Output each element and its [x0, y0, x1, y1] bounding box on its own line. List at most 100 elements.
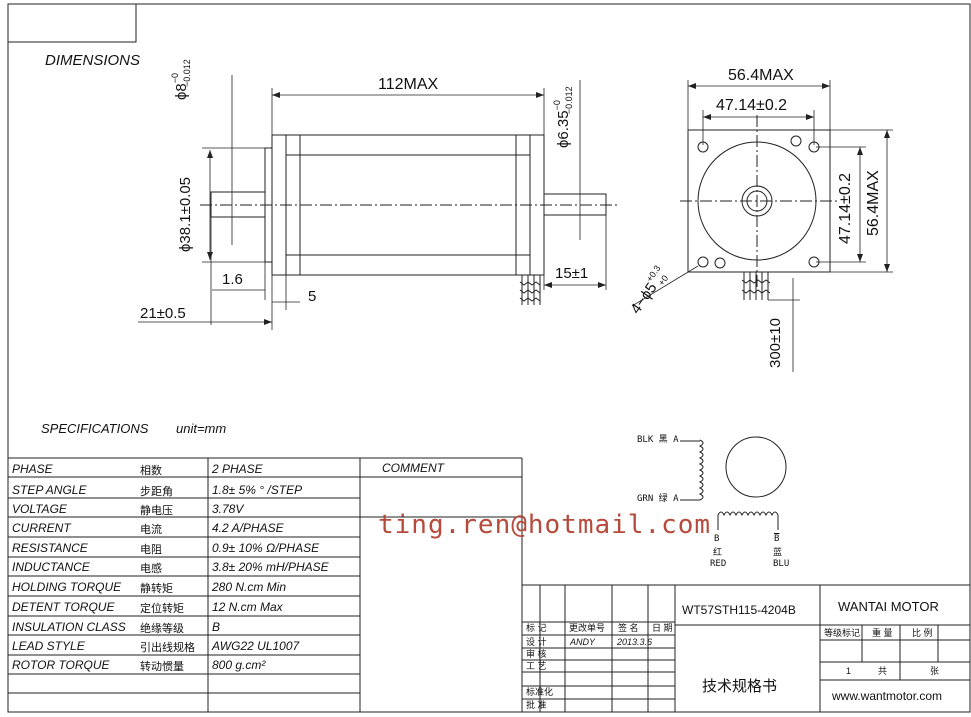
spec-label: CURRENT: [12, 521, 71, 535]
document-title: 技术规格书: [702, 678, 778, 695]
design-date: 2013.3.6: [617, 637, 653, 647]
title-block-grid: [522, 584, 970, 712]
lead-length-dim: 300±10: [767, 318, 784, 368]
spec-value: 4.2 A/PHASE: [212, 521, 284, 535]
shaft-dia-front-dim: ϕ8−0−0.012: [170, 59, 192, 100]
role-process: 工 艺: [526, 661, 547, 671]
wire-b-cn: 红: [713, 547, 723, 557]
wire-bbar-label: B: [774, 534, 780, 544]
spec-label: DETENT TORQUE: [12, 600, 115, 614]
spec-value: 0.9± 10% Ω/PHASE: [212, 541, 320, 555]
col-change-number: 更改单号: [569, 623, 606, 633]
spec-label-cn: 相数: [140, 465, 162, 477]
spec-row-rotor-torque: ROTOR TORQUE 转动惯量 800 g.cm²: [10, 655, 360, 674]
weight-label: 重 量: [872, 628, 893, 638]
spec-value: 3.8± 20% mH/PHASE: [212, 560, 329, 574]
designer-name: ANDY: [570, 637, 596, 647]
corner-box: [7, 3, 137, 43]
front-dimension-lines: [631, 80, 893, 372]
spec-value: 12 N.cm Max: [212, 600, 283, 614]
wiring-diagram: [680, 436, 787, 530]
wire-grn-label: GRN 绿 A: [637, 494, 679, 504]
spec-row-holding-torque: HOLDING TORQUE 静转矩 280 N.cm Min: [10, 577, 360, 596]
spec-label-cn: 步距角: [140, 486, 173, 498]
spec-row-phase: PHASE 相数 2 PHASE: [10, 459, 360, 478]
company-website: www.wantmotor.com: [832, 689, 943, 703]
dimensions-heading: DIMENSIONS: [45, 52, 141, 69]
wire-b-label: B: [714, 534, 720, 544]
drawing-frame: [7, 3, 971, 713]
spec-value: 1.8± 5% ° /STEP: [212, 483, 303, 497]
hole-spacing-v-dim: 47.14±0.2: [837, 172, 854, 244]
spec-row-step-angle: STEP ANGLE 步距角 1.8± 5% ° /STEP: [10, 480, 360, 499]
side-dimension-lines: [138, 75, 607, 330]
wire-bbar-cn: 蓝: [773, 547, 783, 557]
hole-spacing-h-dim: 47.14±0.2: [716, 97, 788, 114]
role-approve: 批 准: [526, 700, 547, 710]
role-review: 审 核: [526, 649, 547, 659]
spec-value: 2 PHASE: [212, 462, 263, 476]
flange-thickness-dim: 5: [308, 288, 317, 305]
stage-label: 等级标记: [824, 628, 861, 638]
spec-label-cn: 转动惯量: [140, 661, 184, 673]
spec-row-insulation-class: INSULATION CLASS 绝缘等级 B: [10, 617, 360, 636]
face-height-dim: 56.4MAX: [865, 170, 882, 236]
role-mark: 标 记: [526, 623, 547, 633]
spec-value: 280 N.cm Min: [212, 580, 287, 594]
shaft-dia-rear-dim: ϕ6.35−0−0.012: [552, 86, 574, 148]
spec-table-grid: [8, 457, 523, 712]
wire-bbar-color: BLU: [773, 559, 790, 569]
wire-b-color: RED: [710, 559, 727, 569]
spec-label-cn: 静电压: [140, 505, 173, 517]
spec-value: 3.78V: [212, 502, 244, 516]
motor-front-view: [680, 115, 840, 300]
role-standard: 标准化: [526, 687, 554, 697]
col-signature: 签 名: [618, 623, 639, 633]
model-number: WT57STH115-4204B: [682, 603, 796, 617]
email-watermark: ting.ren@hotmail.com: [378, 510, 712, 540]
boss-depth-dim: 1.6: [222, 271, 243, 288]
spec-row-voltage: VOLTAGE 静电压 3.78V: [10, 499, 360, 518]
spec-row-current: CURRENT 电流 4.2 A/PHASE: [10, 518, 360, 537]
spec-label-cn: 定位转矩: [140, 603, 184, 615]
scale-label: 比 例: [912, 628, 933, 638]
spec-label: LEAD STYLE: [12, 639, 85, 653]
spec-label: PHASE: [12, 462, 53, 476]
spec-row-lead-style: LEAD STYLE 引出线规格 AWG22 UL1007: [10, 636, 360, 655]
spec-label: RESISTANCE: [12, 541, 88, 555]
spec-label-cn: 电流: [140, 524, 162, 536]
spec-label: INDUCTANCE: [12, 560, 90, 574]
shaft-rear-length-dim: 15±1: [555, 265, 589, 282]
spec-label: INSULATION CLASS: [12, 620, 126, 634]
company-name: WANTAI MOTOR: [838, 599, 939, 614]
length-dim: 112MAX: [378, 76, 439, 93]
spec-label-cn: 绝缘等级: [140, 623, 184, 635]
spec-row-resistance: RESISTANCE 电阻 0.9± 10% Ω/PHASE: [10, 538, 360, 557]
sheet-unit: 张: [930, 666, 940, 676]
motor-side-view: [200, 134, 620, 305]
spec-label-cn: 静转矩: [140, 583, 173, 595]
spec-label: ROTOR TORQUE: [12, 658, 110, 672]
wire-blk-label: BLK 黑 A: [637, 435, 679, 445]
sheet-number: 1: [846, 666, 852, 676]
specifications-heading: SPECIFICATIONS: [41, 421, 149, 436]
face-width-dim: 56.4MAX: [728, 67, 794, 84]
spec-row-detent-torque: DETENT TORQUE 定位转矩 12 N.cm Max: [10, 597, 360, 616]
spec-label: VOLTAGE: [12, 502, 67, 516]
boss-dia-dim: ϕ38.1±0.05: [177, 176, 194, 252]
unit-note: unit=mm: [176, 421, 227, 436]
spec-value: AWG22 UL1007: [212, 639, 300, 653]
shaft-front-length-dim: 21±0.5: [140, 305, 186, 322]
spec-label: HOLDING TORQUE: [12, 580, 122, 594]
spec-value: 800 g.cm²: [212, 658, 266, 672]
col-date: 日 期: [652, 623, 673, 633]
spec-label-cn: 电阻: [140, 544, 162, 556]
sheet-total: 共: [878, 666, 888, 676]
comment-header: COMMENT: [382, 461, 444, 475]
spec-label: STEP ANGLE: [12, 483, 87, 497]
role-design: 设 计: [526, 637, 547, 647]
spec-label-cn: 引出线规格: [140, 642, 195, 654]
spec-value: B: [212, 620, 221, 634]
